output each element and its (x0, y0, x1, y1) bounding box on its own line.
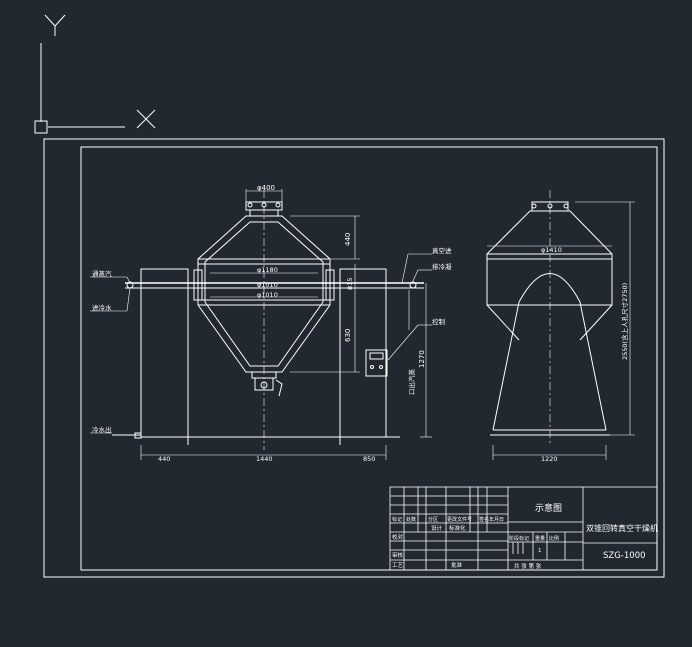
dim-d1010b: φ1010 (257, 291, 278, 299)
dim-top-dia: φ400 (257, 184, 275, 192)
rev-header-5: 年月日 (489, 516, 504, 523)
ucs-y-label: Y (0, 0, 1, 1)
side-dimension-lines (487, 201, 635, 460)
front-dimension-lines (90, 189, 432, 460)
rev-header-2: 分区 (428, 516, 438, 523)
dim-b1440: 1440 (256, 455, 273, 463)
label-review: 审核 (392, 551, 404, 559)
callout-right-2: 排冷凝 (432, 262, 452, 271)
callout-right-3: 控制 (432, 317, 446, 326)
label-sheets: 共 张 第 张 (514, 562, 542, 570)
callout-right-vertical: 口出汽蒸 (407, 369, 416, 396)
label-stage: 阶段标记 (509, 535, 529, 542)
callout-left-3: 冷水出 (92, 425, 112, 434)
label-weight: 重量 (535, 535, 545, 542)
rev-header-4: 签名 (479, 516, 489, 523)
rev-header-0: 标记 (392, 516, 402, 523)
label-design: 设计 (431, 524, 443, 532)
outer-border (43, 138, 665, 578)
scale-value: 1 (538, 548, 542, 554)
ucs-icon (34, 14, 156, 134)
label-standard: 标准化 (449, 524, 466, 532)
dim-side-height: 2550(含上人孔尺寸2750) (620, 283, 629, 360)
dim-d1180: φ1180 (257, 266, 278, 274)
dim-side-bottom: 1220 (541, 455, 558, 463)
title-block[interactable] (389, 486, 658, 571)
label-approve: 批准 (451, 561, 463, 569)
dim-v1270: 1270 (418, 350, 426, 368)
callout-left-1: 通蒸汽 (92, 269, 112, 278)
callout-right-1: 真空进 (432, 246, 452, 255)
dim-h-440: 440 (344, 233, 352, 246)
drawing-name: 示意图 (535, 502, 562, 514)
rev-header-1: 处数 (406, 516, 416, 523)
side-view[interactable] (486, 201, 613, 436)
dim-d1010a: φ1010 (257, 281, 278, 289)
dim-b440: 440 (158, 455, 170, 463)
label-craft: 工艺 (392, 562, 404, 569)
dim-b850: 850 (363, 455, 375, 463)
front-view[interactable] (112, 201, 424, 445)
rev-header-3: 更改文件号 (447, 516, 472, 523)
callout-left-2: 进冷水 (92, 303, 112, 312)
product-name: 双锥回转真空干燥机 (586, 523, 658, 533)
label-ratio: 比例 (549, 535, 559, 542)
dim-v815: 815 (346, 278, 354, 290)
dim-v630: 630 (344, 329, 352, 342)
inner-border (80, 146, 658, 571)
dim-side-dia: φ1410 (541, 246, 562, 254)
label-proofread: 校对 (392, 533, 404, 541)
model-number: SZG-1000 (603, 551, 646, 561)
